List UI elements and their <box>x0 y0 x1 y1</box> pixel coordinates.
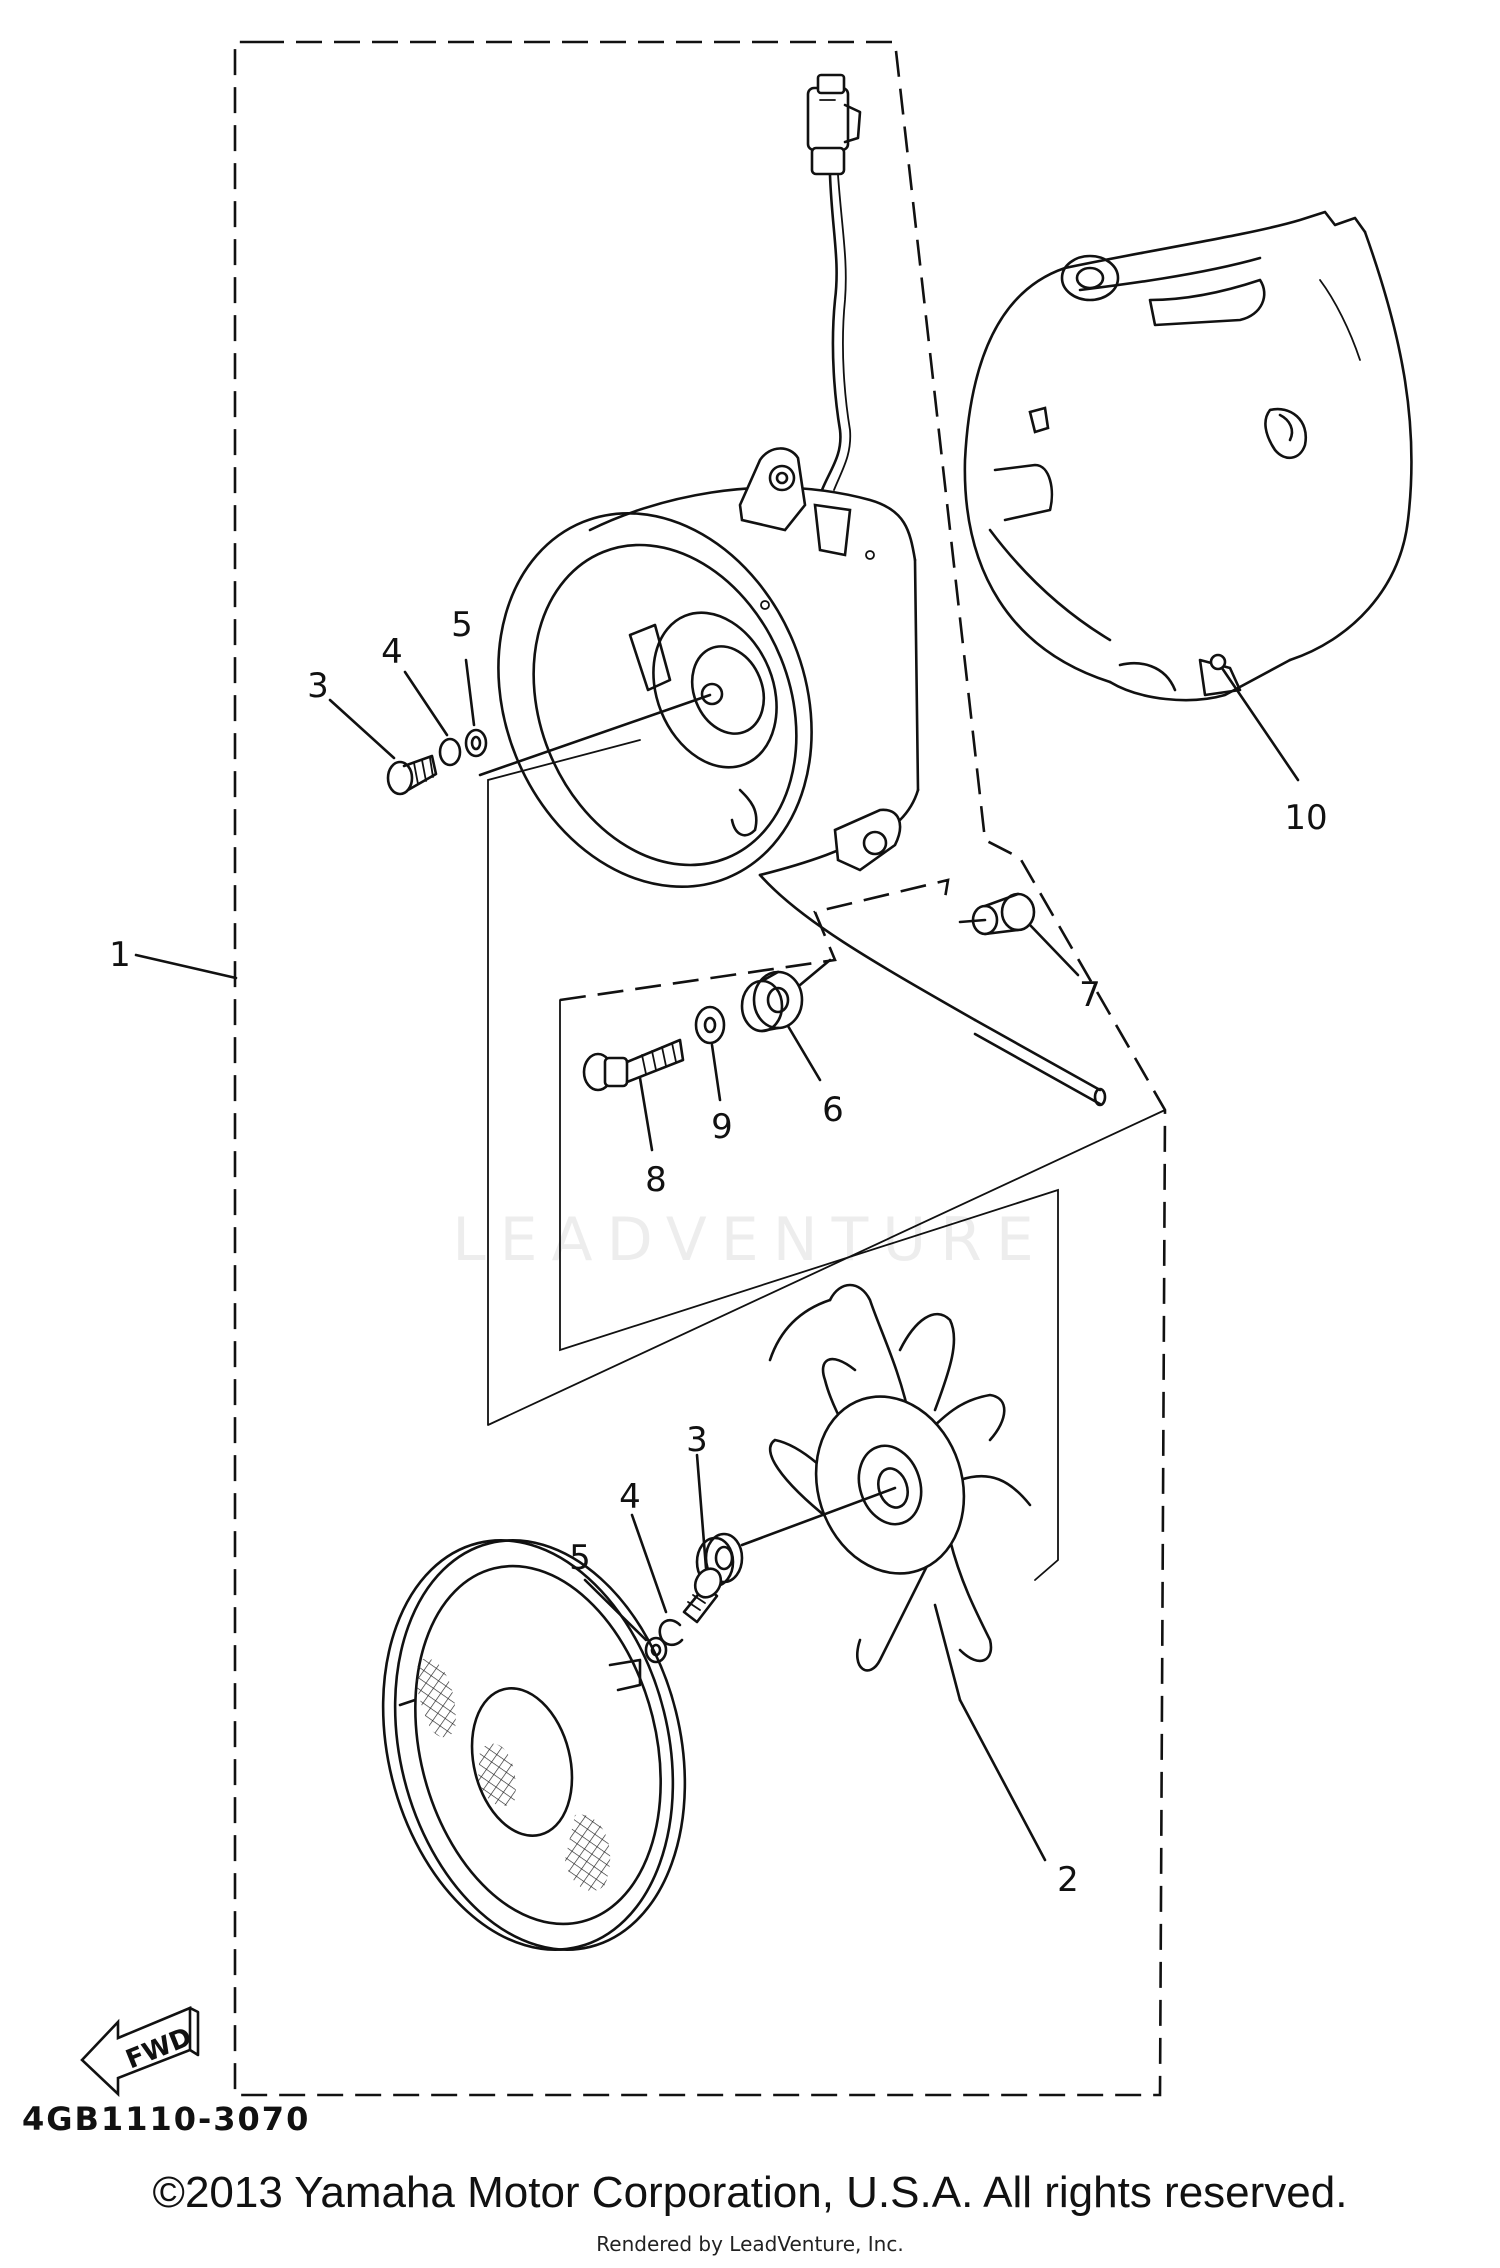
washer-9 <box>694 1005 726 1045</box>
callout-8: 8 <box>645 1160 667 1200</box>
callout-5-upper: 5 <box>451 605 473 645</box>
callout-2: 2 <box>1057 1860 1079 1900</box>
fan-guard <box>381 1539 687 1951</box>
grommet-7 <box>958 892 1036 936</box>
callout-10: 10 <box>1284 798 1328 838</box>
watermark: LEADVENTURE <box>452 1205 1048 1275</box>
screw-lower <box>682 1567 723 1624</box>
fan-shroud <box>963 210 1413 702</box>
leader-line-3b <box>695 1453 708 1570</box>
leader-line-2 <box>958 1698 1047 1862</box>
leader-line-10 <box>1220 666 1300 782</box>
motor-wire <box>820 173 842 492</box>
leader-line-6 <box>786 1024 822 1082</box>
hardware-group-boundary-lower <box>559 999 1059 1581</box>
fan-blade <box>768 1283 1032 1672</box>
shaft-rod-1 <box>973 1018 1102 1092</box>
washer-upper <box>464 728 488 758</box>
shaft-rod-2 <box>973 1032 1102 1106</box>
lock-washer-upper <box>438 737 462 767</box>
leader-line-8 <box>638 1076 654 1152</box>
bolt-8 <box>582 1038 685 1092</box>
leader-line-4a <box>403 670 449 737</box>
callout-5-lower: 5 <box>569 1538 591 1578</box>
callout-7: 7 <box>1079 975 1101 1015</box>
callout-4-upper: 4 <box>381 632 403 672</box>
fan-link-boundary <box>487 739 1166 1426</box>
copyright-notice: ©2013 Yamaha Motor Corporation, U.S.A. A… <box>152 2168 1348 2217</box>
fwd-arrow-icon: FWD <box>80 2006 200 2098</box>
callout-6: 6 <box>822 1090 844 1130</box>
fan-motor-housing <box>497 447 920 888</box>
callout-4-lower: 4 <box>619 1477 641 1517</box>
motor-wire-2 <box>833 174 852 491</box>
leader-line-4b <box>630 1513 668 1614</box>
leader-line-3a <box>328 698 396 760</box>
leader-line-5a <box>464 658 476 727</box>
shaft-axis-upper <box>478 693 712 777</box>
leader-line-9 <box>710 1043 722 1102</box>
callout-3-lower: 3 <box>686 1420 708 1460</box>
leader-line-7 <box>1028 923 1080 977</box>
leader-line-2b <box>933 1603 962 1702</box>
grommet-6 <box>740 970 804 1033</box>
hardware-group-boundary <box>559 878 950 1002</box>
diagram-part-code: 4GB1110-3070 <box>22 2100 311 2138</box>
fan-axis-line <box>740 1486 897 1547</box>
grommet-link-line <box>798 958 832 987</box>
rendered-by-note: Rendered by LeadVenture, Inc. <box>596 2232 904 2256</box>
shaft-axis-lower <box>758 873 977 1022</box>
screw-upper <box>386 754 438 796</box>
leader-line-1 <box>134 953 238 980</box>
lock-washer-lower <box>658 1618 684 1647</box>
motor-connector <box>806 73 862 176</box>
callout-1: 1 <box>109 935 131 975</box>
callout-9: 9 <box>711 1107 733 1147</box>
assembly-boundary-outer <box>233 40 1167 2097</box>
callout-3-upper: 3 <box>307 666 329 706</box>
